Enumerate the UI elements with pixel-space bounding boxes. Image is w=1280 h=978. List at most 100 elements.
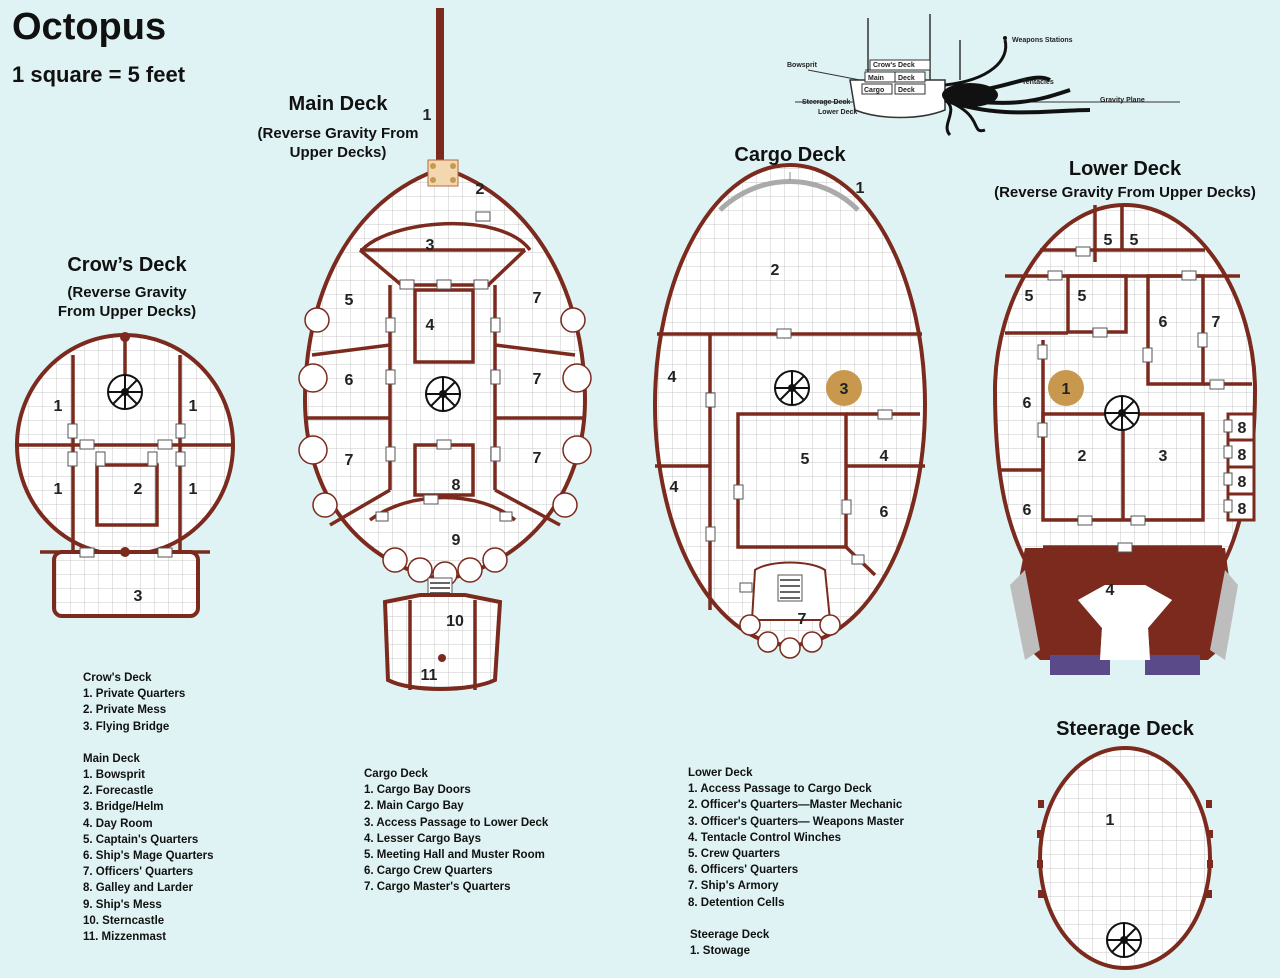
legend-lower-steerage: Lower Deck 1. Access Passage to Cargo De…	[688, 765, 904, 959]
steerage-room-label: 1	[1106, 812, 1115, 829]
legend-heading: Crow's Deck	[83, 672, 152, 684]
legend-item: 1. Access Passage to Cargo Deck	[688, 783, 872, 796]
legend-item: 2. Main Cargo Bay	[364, 800, 464, 813]
cargo-room-label: 4	[880, 448, 889, 465]
legend-item: 1. Stowage	[690, 945, 751, 958]
lower-room-label: 5	[1130, 232, 1139, 249]
legend-item: 2. Officer's Quarters—Master Mechanic	[688, 799, 903, 812]
legend-item: 8. Detention Cells	[688, 896, 785, 909]
main-room-label: 7	[533, 450, 542, 467]
cargo-room-label: 7	[798, 611, 807, 628]
lower-room-label: 7	[1212, 314, 1221, 331]
crows-deck-heading: Crow’s Deck	[67, 254, 187, 276]
lower-room-label: 5	[1078, 288, 1087, 305]
legend-item: 3. Flying Bridge	[83, 720, 170, 733]
legend-item: 9. Ship's Mess	[83, 898, 162, 911]
legend-item: 2. Forecastle	[83, 785, 154, 798]
lower-room-label: 8	[1238, 420, 1247, 437]
crows-room-label: 1	[189, 481, 198, 498]
lower-room-label: 2	[1078, 448, 1087, 465]
lower-deck-plan: 5 5 5 5 6 7 1 6 2 3 6 8 8 8 8 4	[992, 202, 1258, 675]
cargo-deck-heading: Cargo Deck	[734, 144, 846, 166]
access-marker-icon	[1048, 370, 1084, 406]
crows-room-label: 1	[54, 481, 63, 498]
main-room-label: 2	[476, 181, 485, 198]
profile-label: Cargo	[864, 87, 884, 94]
profile-label: Deck	[898, 75, 915, 82]
lower-room-label: 3	[1159, 448, 1168, 465]
cargo-deck-plan: 1 2 3 4 4 5 4 6 7	[653, 163, 927, 659]
crows-deck-plan: 1 1 1 1 2 3	[15, 332, 235, 618]
main-room-label: 4	[426, 317, 435, 334]
legend-item: 4. Day Room	[83, 817, 153, 830]
profile-label: Steerage Deck	[802, 99, 850, 106]
legend-item: 5. Crew Quarters	[688, 848, 781, 861]
access-marker-icon	[826, 370, 862, 406]
legend-item: 1. Bowsprit	[83, 769, 145, 782]
cargo-room-label: 4	[668, 369, 677, 386]
spiral-stair-icon	[774, 370, 810, 406]
legend-item: 7. Officers' Quarters	[83, 866, 194, 879]
cargo-room-label: 5	[801, 451, 810, 468]
spiral-stair-icon	[107, 374, 143, 410]
profile-label: Bowsprit	[787, 62, 818, 69]
legend-heading: Cargo Deck	[364, 768, 428, 780]
profile-label: Main	[868, 75, 884, 82]
mast-icon	[436, 8, 444, 188]
main-room-label: 8	[452, 477, 461, 494]
legend-item: 7. Cargo Master's Quarters	[364, 881, 511, 894]
lower-deck-title: Lower Deck (Reverse Gravity From Upper D…	[980, 158, 1270, 202]
main-deck-plan: 1 2 3 4 5 6 7 7 7 7 8 9 10 11	[298, 8, 592, 691]
spiral-stair-icon	[1104, 395, 1140, 431]
lower-room-label: 6	[1023, 502, 1032, 519]
spiral-stair-icon	[1106, 922, 1142, 958]
lower-room-label: 5	[1104, 232, 1113, 249]
legend-item: 4. Tentacle Control Winches	[688, 831, 842, 844]
crows-deck-title: Crow’s Deck (Reverse Gravity From Upper …	[42, 254, 212, 321]
main-room-label: 1	[423, 107, 432, 124]
legend-item: 3. Officer's Quarters— Weapons Master	[688, 815, 904, 828]
main-room-label: 11	[421, 667, 438, 684]
map-scale: 1 square = 5 feet	[12, 62, 186, 87]
steerage-deck-heading: Steerage Deck	[1056, 718, 1194, 740]
main-room-label: 10	[446, 613, 464, 630]
legend-heading: Steerage Deck	[690, 928, 770, 941]
lower-room-label: 6	[1023, 395, 1032, 412]
lower-deck-subtitle: (Reverse Gravity From Upper Decks)	[994, 184, 1256, 201]
main-deck-title: Main Deck (Reverse Gravity From Upper De…	[248, 93, 428, 162]
legend-heading: Lower Deck	[688, 767, 753, 779]
legend-item: 4. Lesser Cargo Bays	[364, 832, 481, 845]
legend-item: 6. Cargo Crew Quarters	[364, 865, 493, 878]
legend-item: 3. Access Passage to Lower Deck	[364, 816, 549, 829]
crows-deck-subtitle-2: From Upper Decks)	[57, 303, 197, 320]
lower-room-label: 8	[1238, 447, 1247, 464]
main-room-label: 7	[345, 452, 354, 469]
cargo-deck-title: Cargo Deck	[700, 144, 880, 167]
lower-room-label: 8	[1238, 501, 1247, 518]
crows-room-label: 2	[134, 481, 143, 498]
main-room-label: 5	[345, 292, 354, 309]
legend-item: 8. Galley and Larder	[83, 882, 193, 895]
profile-label: Tentacles	[1022, 79, 1054, 86]
legend-item: 1. Cargo Bay Doors	[364, 784, 471, 797]
crows-deck-subtitle-1: (Reverse Gravity	[67, 284, 187, 301]
main-room-label: 6	[345, 372, 354, 389]
crows-room-label: 1	[54, 398, 63, 415]
steerage-deck-plan: 1	[1037, 746, 1213, 970]
legend-item: 3. Bridge/Helm	[83, 801, 164, 814]
map-title: Octopus	[12, 6, 167, 48]
lower-room-label: 6	[1159, 314, 1168, 331]
legend-cargo: Cargo Deck 1. Cargo Bay Doors 2. Main Ca…	[364, 766, 548, 896]
main-room-label: 7	[533, 290, 542, 307]
profile-label: Lower Deck	[818, 109, 857, 116]
cargo-room-label: 4	[670, 479, 679, 496]
cargo-room-label: 3	[840, 381, 849, 398]
lower-room-label: 8	[1238, 474, 1247, 491]
main-room-label: 7	[533, 371, 542, 388]
main-room-label: 3	[426, 237, 435, 254]
main-deck-subtitle-2: Upper Decks)	[289, 144, 387, 161]
legend-item: 2. Private Mess	[83, 704, 167, 717]
spiral-stair-icon	[425, 376, 461, 412]
legend-item: 6. Officers' Quarters	[688, 864, 799, 877]
ship-profile-diagram: Bowsprit Crow's Deck Main Deck Cargo Dec…	[787, 14, 1180, 137]
